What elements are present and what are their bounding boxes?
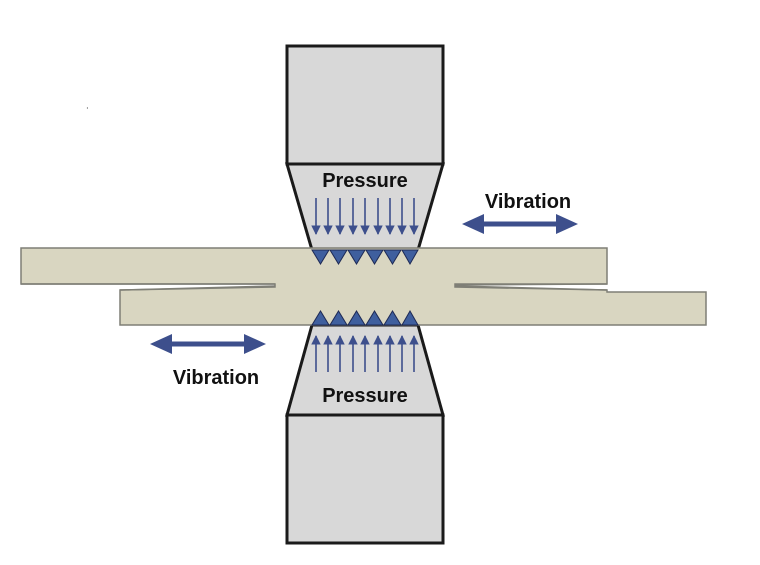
left-vibration-label: Vibration: [173, 367, 259, 389]
triangle-icon: [347, 310, 366, 326]
double-arrow-icon: [556, 214, 578, 234]
bottom-anvil: [285, 323, 445, 545]
double-arrow-icon: [244, 334, 266, 354]
bottom-pressure-arrows: [311, 335, 419, 372]
bottom-anvil-block: [285, 413, 445, 545]
stray-mark: ˙: [86, 105, 90, 119]
right-vibration-label: Vibration: [485, 191, 571, 213]
double-arrow-icon: [150, 334, 172, 354]
triangle-icon: [401, 249, 419, 266]
bottom-teeth: [311, 309, 419, 326]
triangle-icon: [383, 249, 402, 265]
triangle-icon: [383, 310, 402, 326]
right-vibration-arrow: [462, 214, 578, 234]
bottom-pressure-label: Pressure: [322, 385, 408, 407]
top-horn-block: [285, 44, 445, 166]
triangle-icon: [401, 309, 419, 326]
lower-sheet-left-seam: [119, 285, 276, 291]
workpieces: [20, 247, 707, 326]
triangle-icon: [329, 249, 348, 265]
double-arrow-icon: [462, 214, 484, 234]
left-vibration-arrow: [150, 334, 266, 354]
top-pressure-arrows: [311, 198, 419, 235]
triangle-icon: [365, 249, 384, 265]
triangle-icon: [311, 310, 330, 326]
triangle-icon: [365, 310, 384, 326]
triangle-icon: [329, 310, 348, 326]
lower-sheet-right-seam: [454, 285, 608, 291]
top-pressure-label: Pressure: [322, 170, 408, 192]
triangle-icon: [347, 249, 366, 265]
top-teeth: [311, 249, 419, 266]
triangle-icon: [311, 249, 330, 265]
upper-sheet-right-seam: [454, 283, 608, 286]
upper-sheet: [20, 247, 707, 326]
